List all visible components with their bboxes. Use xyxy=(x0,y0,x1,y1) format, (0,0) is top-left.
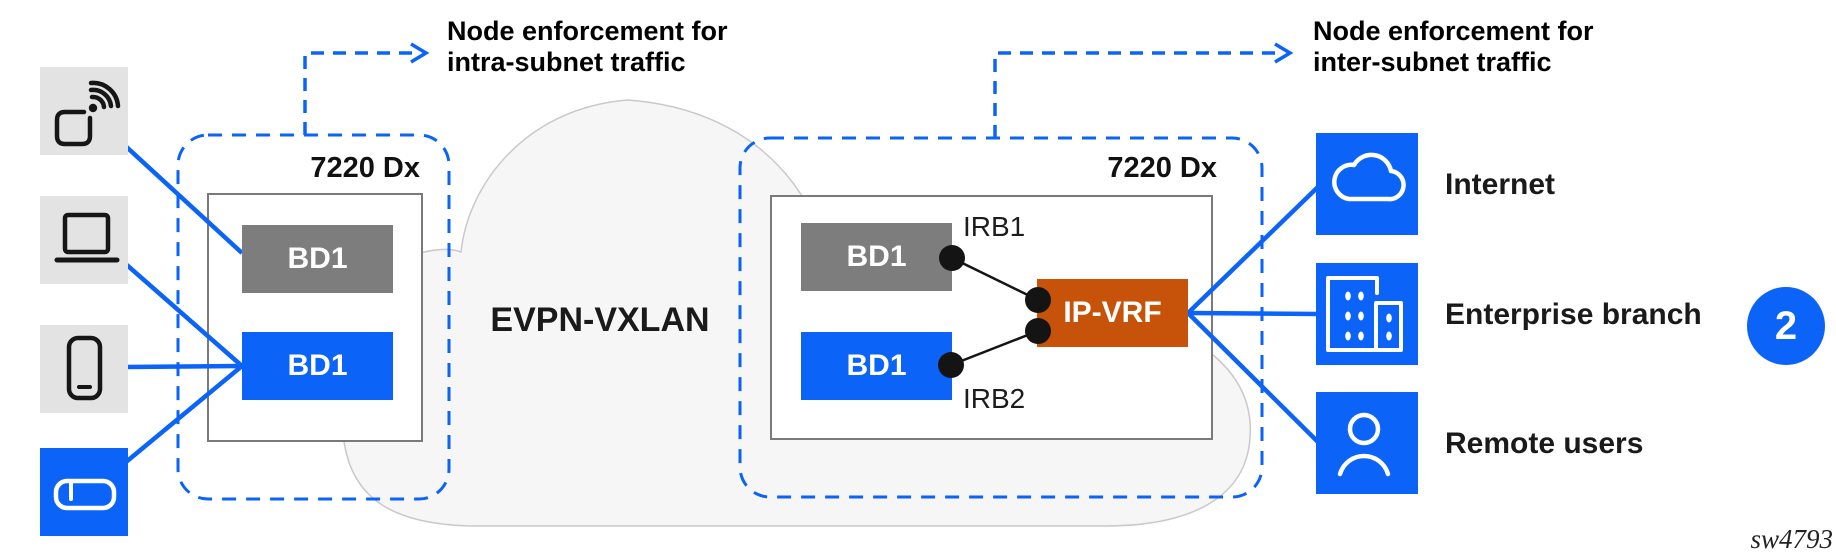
iot-wireless-device xyxy=(40,67,128,155)
smartphone-icon xyxy=(66,335,103,401)
person-icon xyxy=(1337,412,1391,477)
irb2-label: IRB2 xyxy=(963,383,1026,414)
right-bd-gray: BD1 xyxy=(801,223,952,291)
ip-vrf-box: IP-VRF xyxy=(1037,279,1188,347)
right-switch-title: 7220 Dx xyxy=(1107,152,1217,184)
enterprise-label: Enterprise branch xyxy=(1445,298,1702,331)
intra-subnet-note-line2: intra-subnet traffic xyxy=(447,47,686,77)
irb1-connector-dot xyxy=(939,245,965,271)
right-note-arrowhead-icon xyxy=(1274,42,1294,64)
cloud-icon xyxy=(1332,152,1406,202)
left-switch-title: 7220 Dx xyxy=(310,152,420,184)
evpn-cloud-label: EVPN-VXLAN xyxy=(490,301,710,339)
irb2-connector-dot xyxy=(938,352,964,378)
internet-endpoint xyxy=(1316,133,1418,235)
remote-users-endpoint xyxy=(1316,392,1418,494)
gateway-device-icon xyxy=(53,478,117,511)
inter-subnet-note: Node enforcement for inter-subnet traffi… xyxy=(1313,16,1594,78)
right-note-dashed-arrow xyxy=(993,51,1284,138)
enterprise-count-badge: 2 xyxy=(1747,287,1825,365)
laptop-device xyxy=(40,196,128,284)
remote-users-label: Remote users xyxy=(1445,427,1644,460)
smartphone-device xyxy=(40,325,128,413)
inter-subnet-note-line1: Node enforcement for xyxy=(1313,16,1594,46)
left-note-dashed-arrow xyxy=(303,51,420,135)
figure-id-watermark: sw4793 xyxy=(1750,524,1833,554)
irb1-label: IRB1 xyxy=(963,211,1026,242)
gateway-device xyxy=(40,448,128,536)
intra-subnet-note: Node enforcement for intra-subnet traffi… xyxy=(447,16,728,78)
enterprise-endpoint xyxy=(1316,263,1418,365)
left-note-arrowhead-icon xyxy=(410,42,430,64)
intra-subnet-note-line1: Node enforcement for xyxy=(447,16,728,46)
right-bd-blue: BD1 xyxy=(801,332,952,400)
vrf-lower-connector-dot xyxy=(1025,318,1051,344)
inter-subnet-note-line2: inter-subnet traffic xyxy=(1313,47,1552,77)
left-bd-gray: BD1 xyxy=(242,225,393,293)
laptop-icon xyxy=(54,212,120,263)
iot-wireless-device-icon xyxy=(54,80,121,147)
building-icon xyxy=(1326,276,1403,352)
vrf-upper-connector-dot xyxy=(1025,287,1051,313)
internet-label: Internet xyxy=(1445,168,1556,201)
left-bd-blue: BD1 xyxy=(242,332,393,400)
